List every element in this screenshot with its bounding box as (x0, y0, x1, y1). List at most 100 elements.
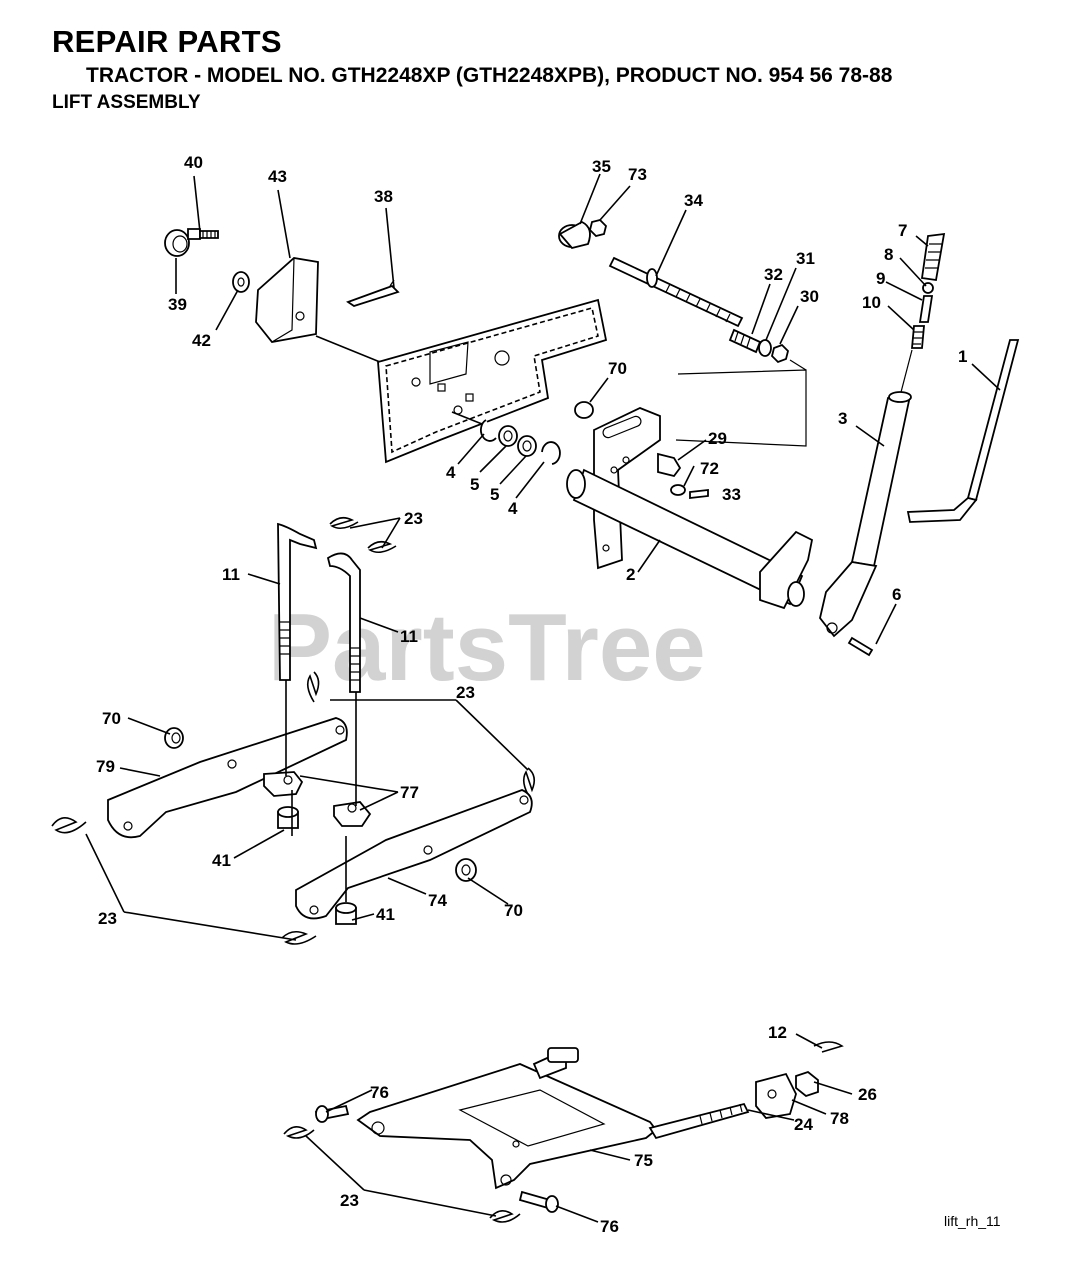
part-5-washer (498, 425, 518, 447)
section-heading: LIFT ASSEMBLY (52, 92, 201, 113)
callout-34: 34 (684, 191, 703, 210)
callout-70: 70 (504, 901, 523, 920)
watermark: PartsTree (268, 594, 706, 701)
callout-79: 79 (96, 757, 115, 776)
part-11-hanger-rod (277, 522, 318, 681)
part-24-threaded-rod (648, 1102, 750, 1140)
lift-frame-bracket (377, 298, 608, 464)
callout-labels: 40 43 38 39 42 35 73 34 32 31 30 7 8 9 1… (96, 153, 967, 1236)
callout-33: 33 (722, 485, 741, 504)
callout-38: 38 (374, 187, 393, 206)
part-4-retaining-ring (480, 419, 497, 442)
part-9-pin (918, 295, 934, 323)
part-76-bolt (314, 1104, 350, 1123)
callout-11: 11 (222, 565, 240, 584)
part-23-hairpin-clip (489, 1210, 521, 1223)
part-40-bolt (187, 228, 219, 240)
part-77-ferrule (333, 801, 372, 827)
callout-7: 7 (898, 221, 907, 240)
part-70-locknut (574, 401, 594, 419)
callout-39: 39 (168, 295, 187, 314)
part-23-hairpin-clip (306, 671, 320, 703)
callout-32: 32 (764, 265, 783, 284)
callout-9: 9 (876, 269, 885, 288)
callout-35: 35 (592, 157, 611, 176)
part-11-hanger-rod (326, 552, 361, 693)
part-34-rod (608, 256, 744, 328)
part-35-knob (558, 220, 591, 250)
callout-26: 26 (858, 1085, 877, 1104)
part-23-hairpin-clip (283, 1126, 315, 1139)
part-41-nut (335, 902, 357, 925)
part-23-hairpin-clip (329, 516, 359, 530)
part-41-nut (277, 806, 299, 829)
callout-24: 24 (794, 1115, 813, 1134)
callout-76: 76 (600, 1217, 619, 1236)
callout-4: 4 (446, 463, 456, 482)
part-23-hairpin-clip (367, 540, 397, 554)
callout-10: 10 (862, 293, 881, 312)
callout-23: 23 (340, 1191, 359, 1210)
callout-41: 41 (212, 851, 231, 870)
part-26-nut (795, 1070, 819, 1098)
part-70-locknut (455, 858, 477, 882)
part-29-ferrule (657, 452, 682, 478)
part-42-washer (232, 271, 250, 293)
part-30-nut (771, 343, 789, 364)
part-76-bolt (518, 1190, 559, 1213)
callout-3: 3 (838, 409, 847, 428)
part-12-clip (813, 1041, 844, 1053)
part-43-cover (255, 257, 319, 343)
model-subtitle: TRACTOR - MODEL NO. GTH2248XP (GTH2248XP… (86, 64, 893, 87)
callout-70: 70 (608, 359, 627, 378)
page-title: REPAIR PARTS (52, 24, 282, 59)
callout-40: 40 (184, 153, 203, 172)
part-3-lift-handle (819, 391, 912, 638)
callout-23: 23 (456, 683, 475, 702)
callout-77: 77 (400, 783, 419, 802)
part-33-screw (689, 488, 709, 500)
callout-5: 5 (490, 485, 499, 504)
part-2-lift-shaft-assembly (566, 407, 814, 610)
part-23-hairpin-clip (522, 767, 536, 799)
callout-75: 75 (634, 1151, 653, 1170)
callout-74: 74 (428, 891, 447, 910)
part-23-hairpin-clip (51, 817, 87, 834)
part-1-lift-rod (906, 339, 1020, 523)
leader-lines (85, 173, 1001, 1223)
part-39-cap (164, 229, 190, 257)
callout-2: 2 (626, 565, 635, 584)
part-75-lift-plate (356, 1063, 658, 1190)
part-10-spring (911, 325, 925, 349)
part-32-spring (728, 328, 762, 354)
callout-78: 78 (830, 1109, 849, 1128)
callout-12: 12 (768, 1023, 787, 1042)
callout-23: 23 (98, 909, 117, 928)
part-38-clip (346, 279, 400, 307)
part-76-shoulder-bolt (532, 1047, 579, 1080)
part-7-grip (920, 232, 946, 282)
callout-6: 6 (892, 585, 901, 604)
callout-70: 70 (102, 709, 121, 728)
part-6-screw (847, 636, 874, 657)
callout-8: 8 (884, 245, 893, 264)
callout-29: 29 (708, 429, 727, 448)
part-77-ferrule (263, 771, 304, 797)
callout-42: 42 (192, 331, 211, 350)
callout-23: 23 (404, 509, 423, 528)
callout-4: 4 (508, 499, 518, 518)
callout-72: 72 (700, 459, 719, 478)
callout-73: 73 (628, 165, 647, 184)
callout-43: 43 (268, 167, 287, 186)
part-73-nut (589, 219, 607, 237)
callout-30: 30 (800, 287, 819, 306)
callout-31: 31 (796, 249, 815, 268)
callout-11: 11 (400, 627, 418, 646)
part-74-lift-link (295, 789, 533, 920)
part-79-lift-link (107, 717, 348, 839)
callout-1: 1 (958, 347, 967, 366)
callout-41: 41 (376, 905, 395, 924)
part-4-retaining-ring (541, 441, 561, 465)
part-31-washer (758, 339, 772, 357)
part-78-bracket (755, 1072, 797, 1119)
